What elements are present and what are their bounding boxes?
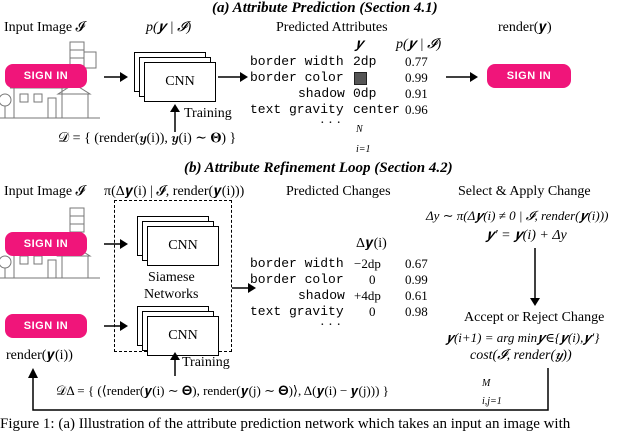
section-a-render-button: SIGN IN — [487, 64, 571, 88]
select-formula-2: 𝒚′ = 𝒚(i) + Δy — [486, 228, 567, 243]
prob-b-row-1: 0.99 — [405, 272, 428, 287]
attr-a-row-1: border color — [250, 70, 344, 85]
cnn-stack-a: CNN — [134, 52, 218, 104]
accept-formula-1: 𝒚(i+1) = arg min𝒚∈{𝒚(i),𝒚′} — [446, 330, 600, 345]
prob-a-row-2: 0.91 — [405, 86, 428, 101]
section-a-training-label: Training — [184, 106, 232, 121]
section-a-title: (a) Attribute Prediction (Section 4.1) — [212, 0, 438, 16]
section-a-dataset-sup: N — [356, 124, 363, 135]
prob-a-row-3: 0.96 — [405, 102, 428, 117]
section-b-render-button: SIGN IN — [5, 314, 87, 338]
select-formula-1: Δy ∼ π(Δ𝒚(i) ≠ 0 | 𝓘, render(𝒚(i))) — [426, 208, 609, 223]
section-b-select-header: Select & Apply Change — [458, 184, 591, 199]
delta-b-row-3: 0 — [369, 304, 376, 319]
cnn-stack-b-top: CNN — [137, 216, 221, 268]
section-a-model-label: p(𝒚 | 𝓘) — [146, 20, 192, 35]
section-b-dataset-sub: i,j=1 — [482, 396, 502, 407]
section-a-input-button: SIGN IN — [5, 64, 87, 88]
arrow-a-training — [170, 104, 180, 132]
val-a-row-0: 2dp — [353, 54, 377, 69]
section-b-input-button: SIGN IN — [5, 232, 87, 256]
cnn-label-a: CNN — [165, 74, 195, 89]
val-a-row-3: center — [353, 102, 400, 117]
prob-b-row-0: 0.67 — [405, 256, 428, 271]
section-b-predicted-header: Predicted Changes — [286, 184, 391, 199]
siamese-label-2: Networks — [144, 287, 199, 302]
cnn-stack-b-bottom: CNN — [137, 306, 221, 358]
section-a-dataset-sub: i=1 — [356, 144, 371, 155]
section-a-col-p: p(𝒚 | 𝓘) — [396, 37, 442, 52]
prob-b-row-3: 0.98 — [405, 304, 428, 319]
section-b-title: (b) Attribute Refinement Loop (Section 4… — [184, 160, 453, 176]
siamese-label-1: Siamese — [148, 270, 195, 285]
section-b-input-label: Input Image 𝓘 — [4, 184, 85, 199]
attr-b-row-0: border width — [250, 256, 344, 271]
section-b-training-label: Training — [182, 355, 230, 370]
arrow-b-siamese-to-changes — [232, 283, 256, 293]
arrow-a-input-to-cnn — [104, 72, 128, 82]
delta-b-row-1: 0 — [369, 272, 376, 287]
figure-caption: Figure 1: (a) Illustration of the attrib… — [0, 416, 571, 432]
cnn-label-b-bottom: CNN — [168, 328, 198, 343]
color-swatch — [354, 72, 367, 90]
accept-formula-2: cost(𝓘, render(𝒚)) — [470, 348, 572, 363]
attr-b-row-2: shadow — [298, 288, 345, 303]
section-b-col-delta: Δ𝒚(i) — [356, 236, 387, 251]
section-a-render-label: render(𝒚) — [498, 20, 552, 35]
attr-a-row-3: text gravity — [250, 102, 344, 117]
section-a-ellipsis: · · · — [320, 116, 341, 131]
section-a-dataset-formula: 𝒟 = { (render(𝒚(i)), 𝒚(i) ∼ 𝚯) } — [58, 131, 237, 146]
arrow-b-select-to-accept — [530, 248, 540, 306]
val-a-row-2: 0dp — [353, 86, 377, 101]
section-b-dataset-sup: M — [482, 378, 491, 389]
section-b-dataset-formula: 𝒟Δ = { (⟨render(𝒚(i) ∼ 𝚯), render(𝒚(j) ∼… — [56, 383, 389, 398]
loop-back-arrow — [28, 368, 549, 411]
arrow-a-attrs-to-render — [446, 72, 478, 82]
section-b-model-label: π(Δ𝒚(i) | 𝓘, render(𝒚(i))) — [104, 184, 245, 199]
prob-a-row-1: 0.99 — [405, 70, 428, 85]
attr-a-row-0: border width — [250, 54, 344, 69]
section-a-col-y: 𝒚 — [355, 37, 364, 52]
delta-b-row-2: +4dp — [354, 288, 381, 303]
arrow-b-training — [170, 352, 180, 376]
attr-b-row-1: border color — [250, 272, 344, 287]
attr-a-row-2: shadow — [298, 86, 345, 101]
section-b-accept-header: Accept or Reject Change — [464, 310, 605, 325]
cnn-label-b-top: CNN — [168, 238, 198, 253]
section-a-input-label: Input Image 𝓘 — [4, 20, 85, 35]
section-b-ellipsis: · · · — [320, 318, 341, 333]
section-a-predicted-header: Predicted Attributes — [276, 20, 388, 35]
delta-b-row-0: −2dp — [354, 256, 381, 271]
prob-b-row-2: 0.61 — [405, 288, 428, 303]
attr-b-row-3: text gravity — [250, 304, 344, 319]
section-b-render-label: render(𝒚(i)) — [6, 348, 73, 363]
prob-a-row-0: 0.77 — [405, 54, 428, 69]
arrow-a-cnn-to-attrs — [218, 72, 248, 82]
